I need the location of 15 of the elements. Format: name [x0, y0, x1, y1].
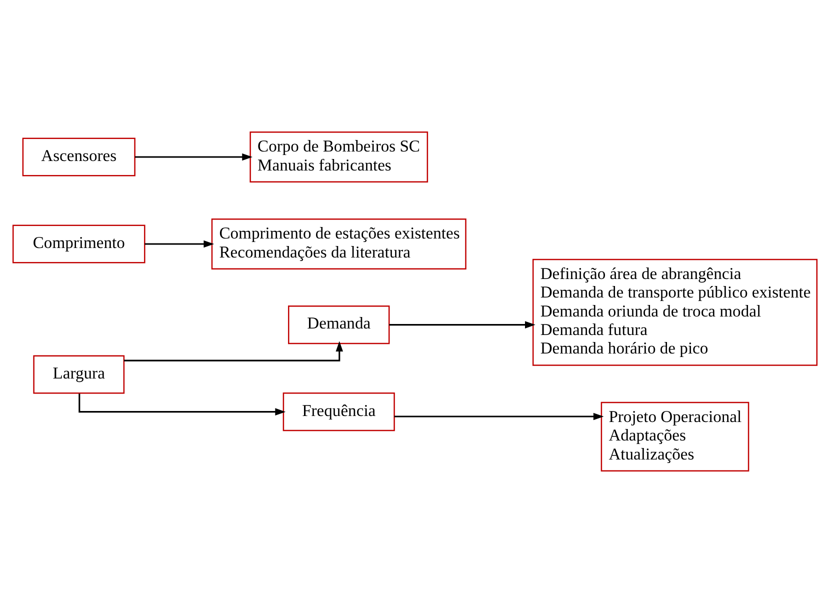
node-box: Ascensores: [22, 138, 136, 176]
node-box: Corpo de Bombeiros SC Manuais fabricantes: [250, 132, 428, 182]
node-box: Demanda: [288, 306, 390, 344]
node-box: Largura: [33, 355, 125, 394]
node-box: Comprimento: [12, 224, 146, 264]
arrow: [78, 394, 286, 416]
node-box: Definição área de abrangência Demanda de transporte público existente Demanda oriunda de troca modal Demanda futura Demanda horário de pico: [532, 258, 818, 366]
arrow: [124, 341, 344, 362]
node-box: Frequência: [282, 392, 395, 432]
node-box: Comprimento de estações existentes Recomendações da literatura: [211, 218, 466, 270]
arrow: [389, 321, 536, 328]
arrow: [134, 153, 252, 161]
arrow: [144, 240, 214, 248]
node-box: Projeto Operacional Adaptações Atualizações: [600, 402, 750, 472]
arrow: [394, 412, 604, 420]
